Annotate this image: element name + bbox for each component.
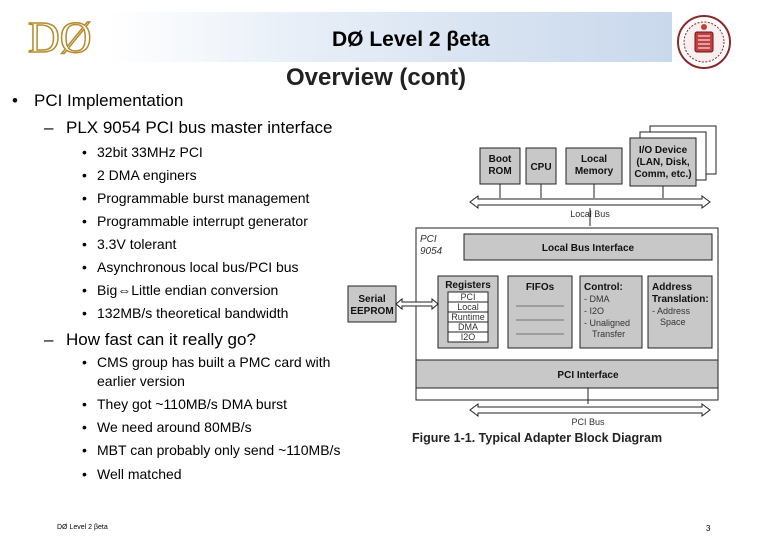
svg-text:- DMA: - DMA [584, 294, 610, 304]
dash-marker: – [44, 118, 54, 137]
io-device-label-2: (LAN, Disk, [636, 157, 690, 168]
cpu-label: CPU [530, 162, 551, 173]
pci-bus-label: PCI Bus [571, 417, 605, 427]
pci-interface-label: PCI Interface [557, 370, 619, 381]
header-title: DØ Level 2 βeta [332, 28, 490, 51]
pci-9054-label-2: 9054 [420, 246, 443, 257]
header-bar [108, 12, 672, 62]
bullet-dot: • [12, 91, 18, 110]
section-heading-text: How fast can it really go? [66, 330, 256, 349]
diagram-caption: Figure 1-1. Typical Adapter Block Diagra… [412, 431, 662, 445]
fifos-box [507, 275, 573, 349]
boot-rom-box [479, 147, 521, 185]
fifos-label: FIFOs [526, 282, 555, 293]
bullet-text: PCI Implementation [34, 91, 184, 110]
io-device-label-1: I/O Device [639, 145, 688, 156]
pci-9054-label-1: PCI [420, 234, 437, 245]
svg-text:DMA: DMA [458, 322, 478, 332]
io-device-box [629, 137, 697, 187]
university-seal-icon [677, 15, 731, 69]
local-memory-box [565, 147, 623, 185]
svg-text:- Unaligned: - Unaligned [584, 318, 630, 328]
control-title: Control: [584, 282, 623, 293]
svg-text:Space: Space [660, 317, 686, 327]
serial-eeprom-box [347, 285, 397, 323]
address-translation-title-2: Translation: [652, 294, 709, 305]
register-i2o [447, 331, 489, 343]
svg-text:- I2O: - I2O [584, 306, 604, 316]
local-bus-arrow [469, 195, 711, 209]
adapter-block-diagram: I/O Device (LAN, Disk, Comm, etc.) Boot … [347, 125, 719, 445]
page-number: 3 [706, 524, 711, 533]
dash-marker: – [44, 330, 54, 349]
svg-text:Local: Local [457, 302, 479, 312]
d0-logo-text: DØ [28, 13, 92, 62]
serial-eeprom-label-2: EEPROM [350, 306, 393, 317]
section-heading-text: PLX 9054 PCI bus master interface [66, 118, 333, 137]
local-bus-interface-label: Local Bus Interface [542, 243, 635, 254]
svg-text:Runtime: Runtime [451, 312, 485, 322]
serial-eeprom-label-1: Serial [358, 294, 385, 305]
local-bus-interface-box [463, 233, 713, 261]
pci-bus-arrow [469, 403, 711, 417]
registers-title: Registers [445, 280, 491, 291]
pci-interface-box [415, 359, 719, 389]
d0-logo: DØ [27, 12, 92, 62]
local-memory-label-1: Local [581, 154, 607, 165]
boot-rom-label-1: Boot [489, 154, 512, 165]
io-device-label-3: Comm, etc.) [634, 169, 691, 180]
control-box [579, 275, 643, 349]
svg-text:PCI: PCI [460, 292, 475, 302]
svg-text:- Address: - Address [652, 306, 691, 316]
address-translation-title: Address [652, 282, 692, 293]
footer-text: DØ Level 2 βeta [57, 524, 108, 531]
svg-text:I2O: I2O [461, 332, 476, 342]
svg-text:Transfer: Transfer [592, 329, 625, 339]
boot-rom-label-2: ROM [488, 166, 511, 177]
slide-title: Overview (cont) [286, 64, 467, 91]
local-memory-label-2: Memory [575, 166, 614, 177]
address-translation-box [647, 275, 713, 349]
